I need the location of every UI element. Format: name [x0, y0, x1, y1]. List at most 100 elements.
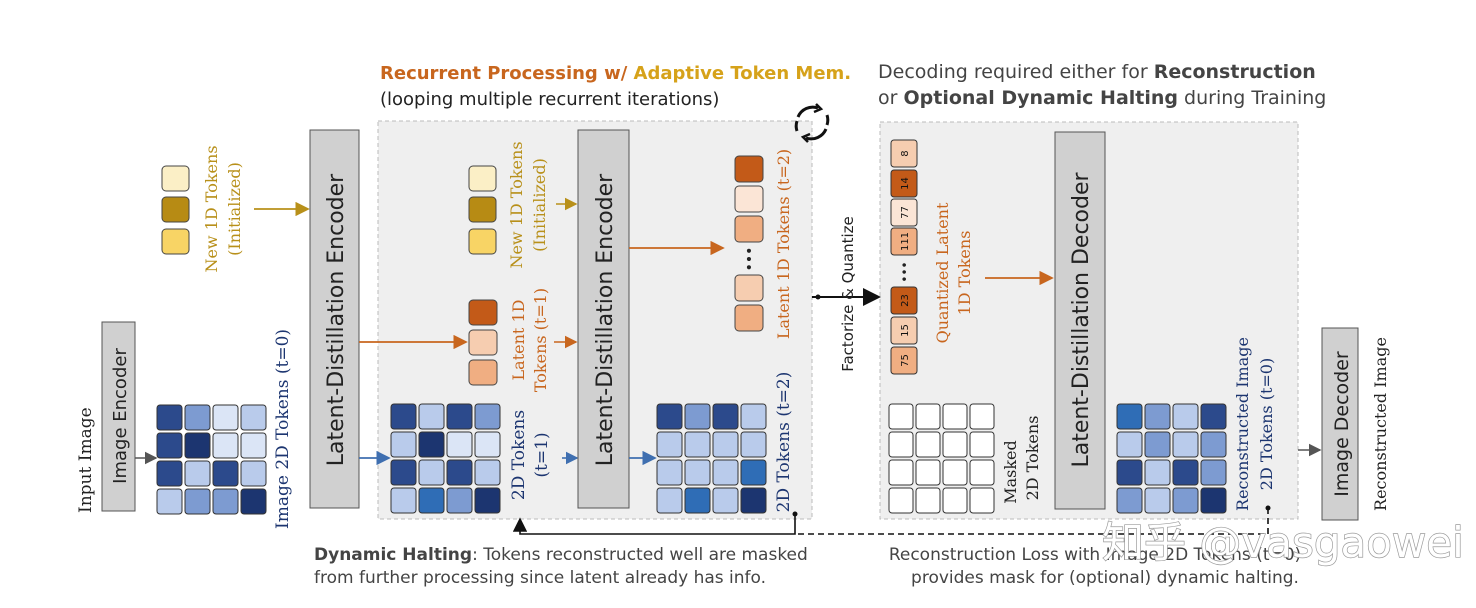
token-cell	[240, 404, 267, 431]
latent-1d-tokens-t1	[468, 299, 498, 386]
token-cell	[1200, 459, 1227, 486]
token-cell	[656, 431, 683, 458]
token-cell	[446, 487, 473, 514]
token-cell	[712, 487, 739, 514]
token-cell	[184, 432, 211, 459]
token-cell	[212, 432, 239, 459]
token-cell	[1144, 403, 1171, 430]
image-2d-tokens-label: Image 2D Tokens (t=0)	[273, 329, 293, 529]
token-cell	[1200, 403, 1227, 430]
token-cell	[942, 487, 968, 514]
quantized-token	[890, 139, 918, 168]
decoder-block	[1054, 131, 1106, 510]
dynamic-halting-line1: Dynamic Halting: Tokens reconstructed we…	[314, 545, 808, 565]
new-1d-tokens-left	[161, 165, 190, 255]
token-cell	[212, 404, 239, 431]
quantized-token-value: 15	[900, 324, 911, 337]
token-cell	[684, 459, 711, 486]
token-cell	[684, 487, 711, 514]
new-1d-left-line1: New 1D Tokens	[202, 145, 221, 272]
token-cell	[915, 431, 941, 458]
token-cell	[684, 431, 711, 458]
token-cell	[1144, 459, 1171, 486]
tokens-2d-t1-line1: 2D Tokens	[509, 410, 529, 500]
new-1d-tokens-mid	[468, 165, 497, 255]
token-cell	[915, 403, 941, 430]
token-cell	[888, 459, 914, 486]
token-cell	[712, 459, 739, 486]
token-cell	[656, 403, 683, 430]
token-cell	[656, 487, 683, 514]
token-cell	[942, 431, 968, 458]
token-cell	[942, 459, 968, 486]
latent-t2-ellipsis: •••	[742, 247, 758, 272]
encoder-block-1-label: Latent-Distillation Encoder	[324, 173, 349, 466]
image-encoder-block	[101, 321, 136, 512]
token-cell	[740, 487, 767, 514]
token-cell	[156, 432, 183, 459]
decoding-header-line1: Decoding required either for Reconstruct…	[878, 61, 1316, 83]
token-cell	[888, 487, 914, 514]
quantized-token	[890, 227, 918, 256]
quantized-token	[890, 169, 918, 198]
token-cell	[446, 459, 473, 486]
recon-tokens-line2: 2D Tokens (t=0)	[1257, 358, 1276, 490]
encoder-block-1	[309, 129, 360, 509]
token-cell	[1200, 487, 1227, 514]
token-cell	[1144, 431, 1171, 458]
token-cell	[1172, 431, 1199, 458]
masked-line2: 2D Tokens	[1023, 416, 1042, 501]
token-cell	[390, 431, 417, 458]
quantized-token	[890, 316, 918, 345]
masked-line1: Masked	[1001, 440, 1020, 504]
token-cell	[474, 459, 501, 486]
token-cell	[1116, 459, 1143, 486]
token-cell	[969, 459, 995, 486]
token-cell	[915, 487, 941, 514]
quantized-token-value: 8	[900, 150, 911, 156]
latent-t1-line2: Tokens (t=1)	[531, 288, 550, 392]
quantized-label-line1: Quantized Latent	[933, 202, 952, 343]
token-cell	[474, 487, 501, 514]
quantized-token-value: 77	[900, 206, 911, 219]
token-cell	[418, 403, 445, 430]
reconstructed-image-label: Reconstructed Image	[1371, 337, 1390, 511]
decoding-header-line2: or Optional Dynamic Halting during Train…	[878, 87, 1326, 109]
encoder-block-2-label: Latent-Distillation Encoder	[593, 173, 618, 466]
token-cell	[942, 403, 968, 430]
token-cell	[418, 459, 445, 486]
quantized-token	[890, 346, 918, 375]
recurrent-title: Recurrent Processing w/ Adaptive Token M…	[380, 63, 851, 84]
latent-1d-tokens-t2	[734, 155, 764, 332]
token-cell	[1116, 403, 1143, 430]
token-cell	[712, 431, 739, 458]
latent-t2-label: Latent 1D Tokens (t=2)	[774, 149, 793, 339]
input-image-label: Input Image	[76, 407, 96, 513]
image-decoder-block	[1321, 327, 1359, 521]
new-1d-mid-line1: New 1D Tokens	[507, 141, 526, 268]
token-cell	[156, 404, 183, 431]
quantized-token-value: 111	[900, 232, 911, 251]
tokens-2d-t1-line2: (t=1)	[532, 432, 552, 477]
image-encoder-label: Image Encoder	[110, 348, 131, 484]
token-cell	[446, 403, 473, 430]
token-cell	[474, 431, 501, 458]
token-cell	[684, 403, 711, 430]
latent-t1-line1: Latent 1D	[509, 300, 528, 381]
reconstructed-2d-tokens-grid	[1116, 403, 1227, 514]
token-cell	[240, 432, 267, 459]
token-cell	[1200, 431, 1227, 458]
token-cell	[390, 403, 417, 430]
token-cell	[656, 459, 683, 486]
token-cell	[740, 459, 767, 486]
token-cell	[915, 459, 941, 486]
token-cell	[184, 460, 211, 487]
encoder-block-2	[577, 129, 630, 509]
token-cell	[888, 403, 914, 430]
token-cell	[156, 488, 183, 515]
factorize-quantize-label: Factorize & Quantize	[839, 216, 857, 372]
token-cell	[212, 460, 239, 487]
recurrent-subtitle: (looping multiple recurrent iterations)	[380, 89, 719, 110]
image-2d-tokens-grid	[156, 404, 267, 515]
